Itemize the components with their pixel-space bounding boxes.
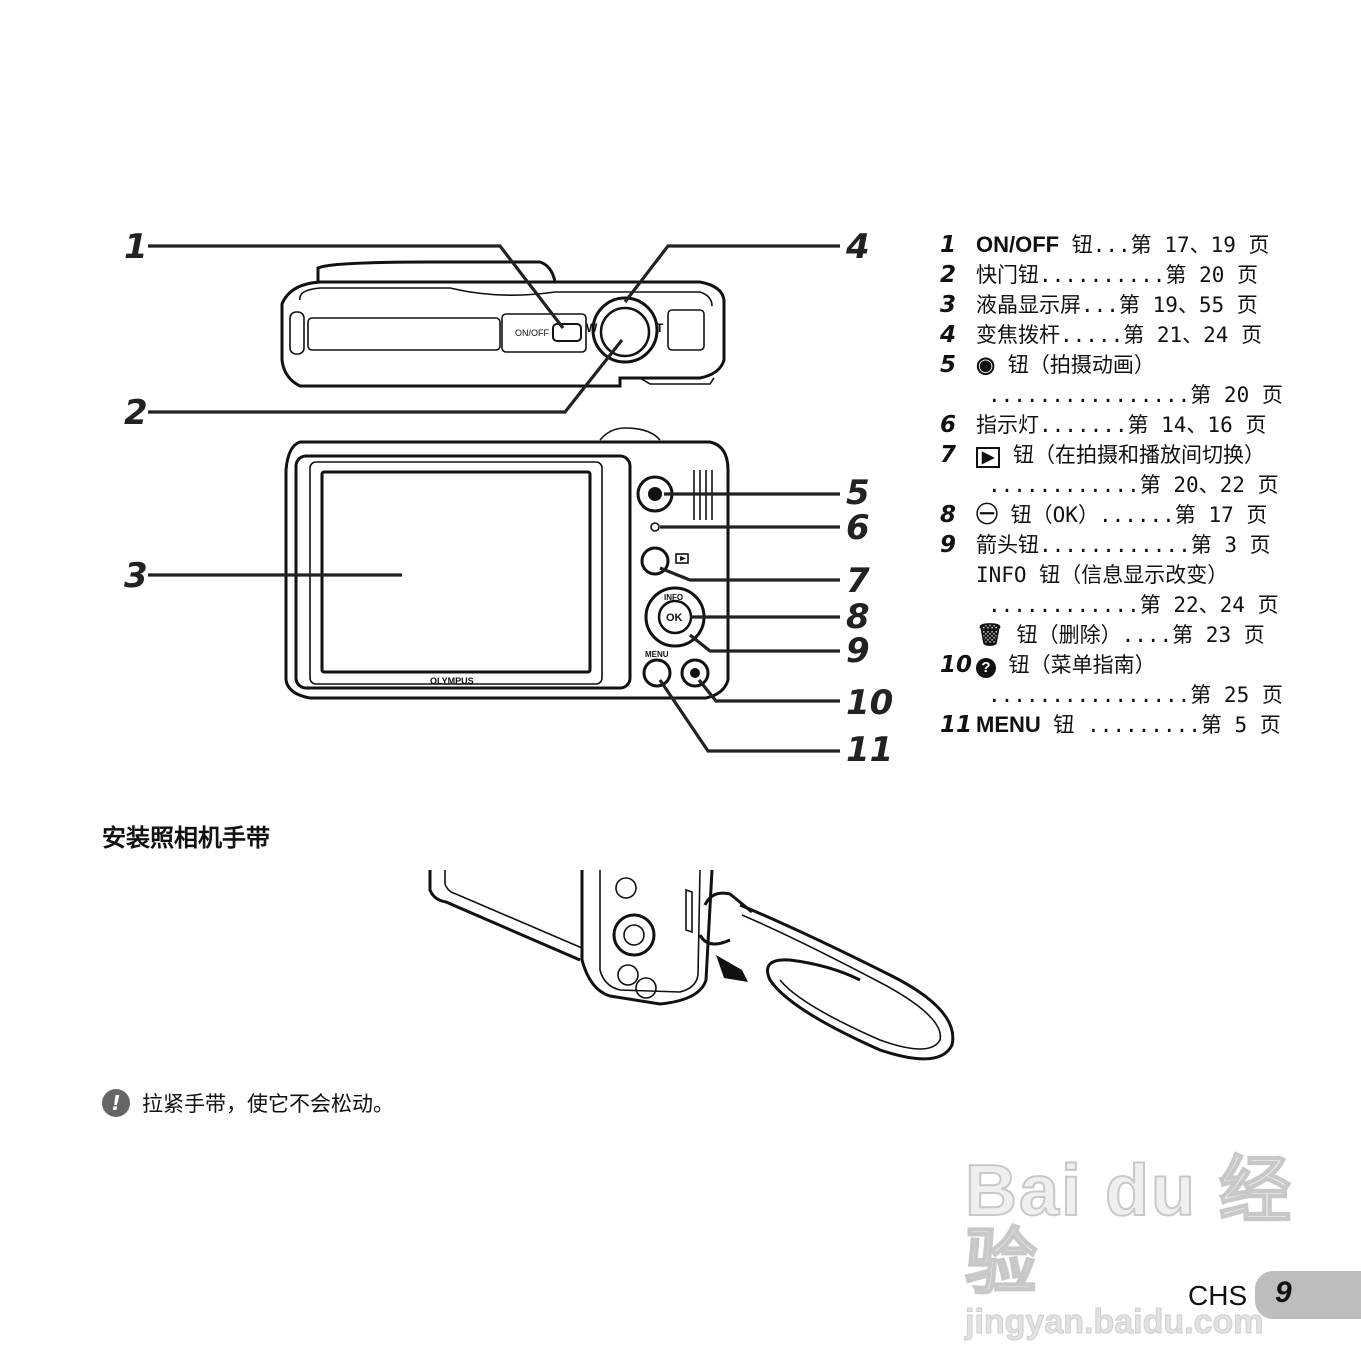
zoom-t-label: T bbox=[656, 321, 664, 335]
page-tab bbox=[1255, 1271, 1361, 1319]
legend-row: ............第 20、22 页 bbox=[988, 473, 1279, 497]
camera-back-view: OLYMPUS OK INFO MENU bbox=[284, 427, 730, 700]
callout-4: 4 bbox=[845, 227, 870, 267]
callout-5: 5 bbox=[846, 473, 870, 513]
legend-row: ............第 22、24 页 bbox=[988, 593, 1279, 617]
menu-button bbox=[642, 658, 672, 688]
legend-row: ................第 25 页 bbox=[988, 683, 1283, 707]
onoff-button-top bbox=[552, 323, 582, 342]
legend-row: 5◉ 钮（拍摄动画） bbox=[940, 352, 1155, 378]
callout-10: 10 bbox=[846, 683, 893, 723]
ok-label: OK bbox=[666, 612, 683, 624]
ok-icon: ㊀ bbox=[976, 502, 999, 527]
help-button bbox=[680, 658, 710, 688]
camera-top-view: ON/OFF W T bbox=[280, 260, 726, 388]
watermark: Bai du 经验 jingyan.baidu.com bbox=[964, 1151, 1361, 1342]
callout-6: 6 bbox=[846, 508, 870, 548]
trash-icon: 🗑 bbox=[976, 622, 1004, 647]
caution-note: ! 拉紧手带，使它不会松动。 bbox=[102, 1088, 394, 1118]
callout-2: 2 bbox=[124, 393, 148, 433]
callout-1: 1 bbox=[124, 227, 148, 267]
info-label: INFO bbox=[664, 593, 683, 602]
callout-7: 7 bbox=[846, 561, 870, 601]
legend-row: 7▶ 钮（在拍摄和播放间切换） bbox=[940, 442, 1265, 468]
legend-row: ................第 20 页 bbox=[988, 383, 1283, 407]
watermark-url: jingyan.baidu.com bbox=[965, 1303, 1264, 1342]
caution-icon: ! bbox=[102, 1089, 130, 1117]
strap-illustration bbox=[428, 869, 955, 1061]
onoff-label: ON/OFF bbox=[515, 328, 549, 338]
playback-icon: ▶ bbox=[976, 447, 1001, 468]
help-icon: ? bbox=[976, 658, 996, 678]
legend-row: 10? 钮（菜单指南） bbox=[940, 652, 1156, 678]
page-number: 9 bbox=[1275, 1276, 1292, 1309]
movie-icon: ◉ bbox=[976, 352, 996, 377]
callout-8: 8 bbox=[846, 597, 870, 637]
shutter-button bbox=[599, 306, 651, 358]
playback-button bbox=[640, 546, 670, 576]
callout-9: 9 bbox=[846, 631, 870, 671]
zoom-lever bbox=[591, 296, 659, 364]
language-label: CHS bbox=[1188, 1280, 1248, 1311]
section-title: 安装照相机手带 bbox=[102, 824, 270, 852]
indicator-lamp bbox=[650, 522, 660, 532]
callout-3: 3 bbox=[124, 556, 148, 596]
menu-label: MENU bbox=[645, 650, 669, 659]
legend-row: 🗑 钮（删除）....第 23 页 bbox=[976, 622, 1265, 647]
callout-11: 11 bbox=[846, 730, 893, 770]
note-text: 拉紧手带，使它不会松动。 bbox=[142, 1092, 394, 1116]
watermark-logo: Bai du 经验 bbox=[964, 1151, 1294, 1303]
lcd-monitor bbox=[320, 470, 592, 674]
brand-logo: OLYMPUS bbox=[430, 676, 474, 686]
legend-row: INFO 钮（信息显示改变） bbox=[976, 563, 1229, 587]
